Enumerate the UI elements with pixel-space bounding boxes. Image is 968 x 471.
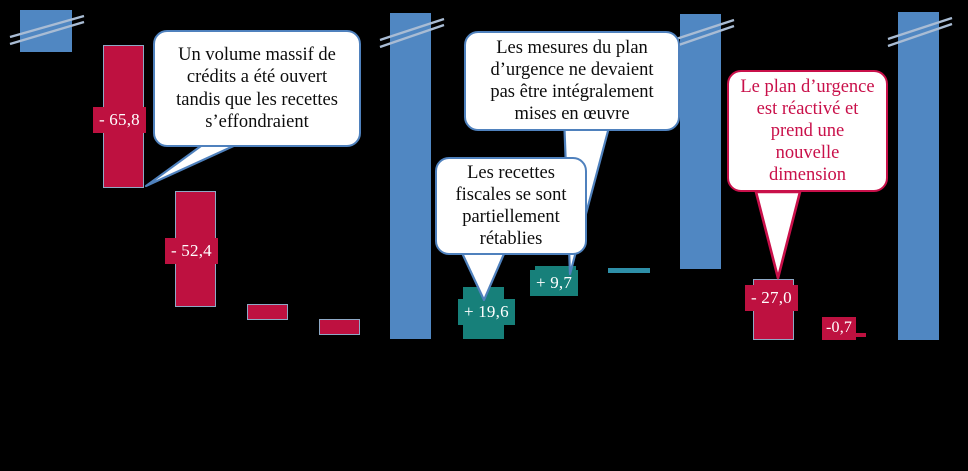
value-label-9-7: + 9,7 — [530, 270, 579, 296]
callout-text-1: Un volume massif de crédits a été ouvert… — [176, 45, 338, 132]
bar-blue-reference-1 — [20, 10, 72, 52]
value-label-0-7: -0,7 — [822, 317, 857, 340]
bar-blue-reference-2 — [390, 13, 431, 339]
callout-text-4: Le plan d’urgence est réactivé et prend … — [740, 76, 875, 186]
callout-text-2: Les mesures du plan d’urgence ne devaien… — [490, 37, 654, 125]
value-label-27-0: - 27,0 — [745, 285, 798, 311]
value-label-52-4: - 52,4 — [165, 238, 218, 264]
callout-plan-reactive: Le plan d’urgence est réactivé et prend … — [727, 70, 888, 192]
bar-crimson-small-1 — [247, 304, 288, 320]
value-label-65-8: - 65,8 — [93, 107, 146, 133]
callout-tail-4 — [754, 190, 802, 280]
bar-blue-reference-3 — [680, 14, 721, 269]
bar-blue-reference-4 — [898, 12, 939, 340]
value-label-19-6: + 19,6 — [458, 299, 515, 325]
callout-recettes-fiscales: Les recettes fiscales se sont partiellem… — [435, 157, 587, 255]
callout-text-3: Les recettes fiscales se sont partiellem… — [455, 162, 567, 250]
bar-teal-near-zero — [608, 268, 650, 273]
bar-crimson-small-2 — [319, 319, 360, 335]
callout-credits-ouverts: Un volume massif de crédits a été ouvert… — [153, 30, 361, 147]
callout-mesures-plan-urgence: Les mesures du plan d’urgence ne devaien… — [464, 31, 680, 131]
